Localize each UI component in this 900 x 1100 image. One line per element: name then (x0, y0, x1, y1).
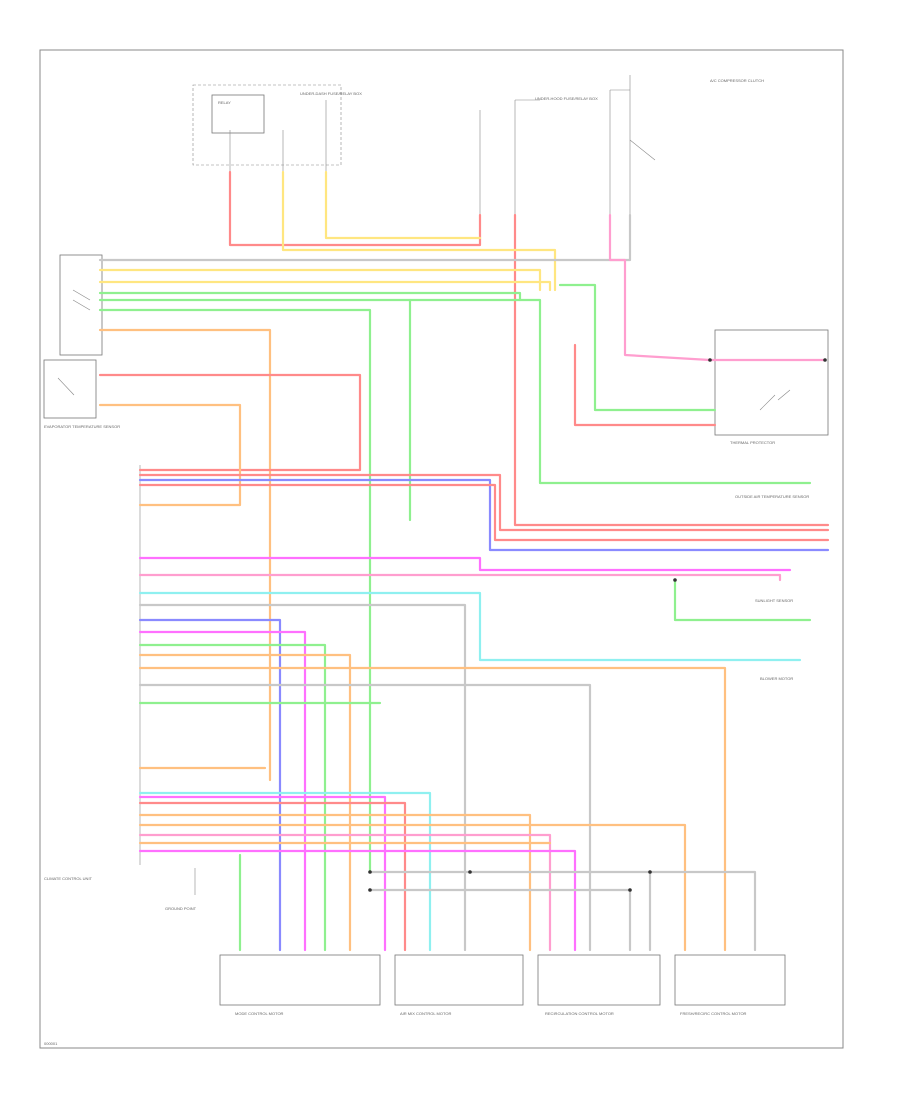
wire-green-13 (558, 283, 717, 412)
fresh-actuator-box (674, 954, 786, 1006)
figure-id: 000001 (44, 1041, 58, 1046)
wire-yellow-7 (98, 280, 552, 292)
wire-red-14 (573, 343, 717, 427)
wire-red-2 (513, 213, 830, 527)
thermal-protector-label: THERMAL PROTECTOR (730, 440, 775, 445)
air-mix-actuator-label: AIR MIX CONTROL MOTOR (400, 1011, 451, 1016)
left-connector-block: EVAPORATOR TEMPERATURE SENSOR (43, 254, 120, 429)
wire-orange-16 (98, 403, 242, 507)
wire-cyan-24 (138, 591, 802, 662)
wire-red-20 (138, 483, 830, 542)
wire-red-15 (98, 373, 362, 472)
relay-label: RELAY (218, 100, 231, 105)
bottom-actuators: MODE CONTROL MOTOR AIR MIX CONTROL MOTOR… (44, 868, 786, 1046)
wire-yellow-3 (281, 170, 557, 292)
wire-gray-31 (138, 683, 592, 952)
climate-control-unit-label: CLIMATE CONTROL UNIT (44, 876, 93, 881)
top-fuse-relay-group: RELAY UNDER-DASH FUSE/RELAY BOX UNDER-HO… (192, 75, 764, 215)
blower-label: BLOWER MOTOR (760, 676, 793, 681)
wire-gray-25 (138, 603, 467, 952)
right-side-components: THERMAL PROTECTOR OUTSIDE AIR TEMPERATUR… (714, 329, 829, 681)
recirc-actuator-box (537, 954, 661, 1006)
wire-red-35 (138, 801, 407, 952)
mode-actuator-label: MODE CONTROL MOTOR (235, 1011, 284, 1016)
wire-blue-19 (138, 478, 830, 552)
wire-magenta-21 (138, 556, 792, 572)
climate-control-unit: CLIMATE CONTROL UNIT (44, 465, 141, 881)
wire-orange-38 (138, 823, 687, 952)
wire-group (98, 170, 830, 952)
wire-red-1 (228, 170, 482, 247)
fresh-actuator-label: FRESH/RECIRC CONTROL MOTOR (680, 1011, 747, 1016)
wire-green-23 (673, 578, 812, 622)
wire-orange-30 (138, 666, 727, 952)
fuse-box-label: UNDER-HOOD FUSE/RELAY BOX (535, 96, 598, 101)
wire-yellow-6 (98, 268, 542, 292)
wire-pink-39 (138, 833, 552, 952)
wire-green-17 (408, 298, 812, 485)
wire-yellow-4 (324, 170, 482, 240)
mode-actuator-box (219, 954, 381, 1006)
dash-fuse-box-label: UNDER-DASH FUSE/RELAY BOX (300, 91, 362, 96)
wire-magenta-34 (138, 795, 387, 952)
ground-point-label: GROUND POINT (165, 906, 197, 911)
wire-cyan-36 (138, 791, 432, 952)
wire-orange-37 (138, 813, 532, 952)
sunlight-sensor-label: SUNLIGHT SENSOR (755, 598, 793, 603)
diagram-frame (39, 49, 844, 1049)
wire-blue-26 (138, 618, 282, 952)
wire-gray-43 (368, 870, 757, 952)
recirc-actuator-label: RECIRCULATION CONTROL MOTOR (545, 1011, 614, 1016)
wire-green-9 (98, 298, 412, 522)
wire-green-28 (138, 643, 327, 952)
wire-gray-5 (98, 213, 632, 262)
sensor-unit-label: EVAPORATOR TEMPERATURE SENSOR (44, 424, 120, 429)
wire-magenta-41 (138, 849, 577, 952)
wire-orange-11 (98, 328, 272, 782)
wire-green-8 (98, 291, 522, 302)
wire-red-18 (138, 473, 830, 532)
compressor-clutch-label: A/C COMPRESSOR CLUTCH (710, 78, 764, 83)
wire-pink-22 (138, 573, 782, 582)
wire-pink-12 (608, 213, 827, 362)
junction-dots (368, 358, 827, 892)
wire-green-10 (98, 308, 372, 872)
outside-temp-sensor-label: OUTSIDE AIR TEMPERATURE SENSOR (735, 494, 809, 499)
air-mix-actuator-box (394, 954, 524, 1006)
